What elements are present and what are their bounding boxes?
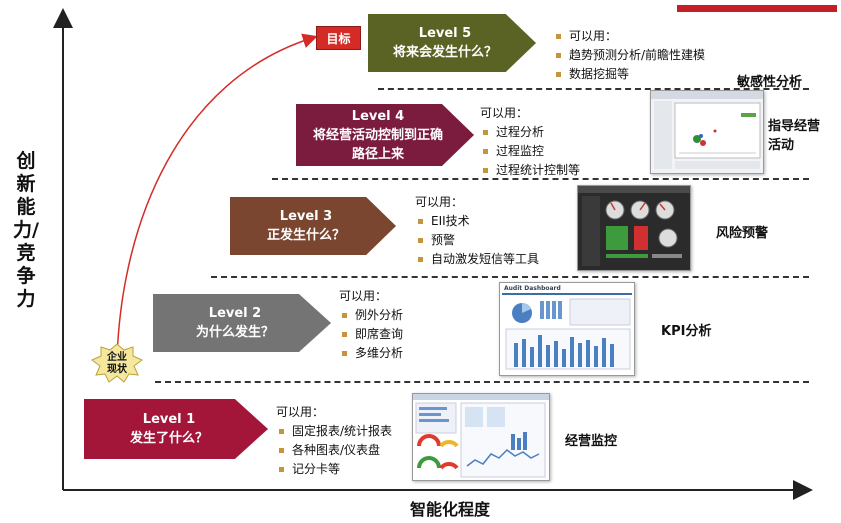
level2-result: KPI分析 xyxy=(661,324,712,339)
level1-question: 发生了什么？ xyxy=(129,431,208,446)
x-axis-label: 智能化程度 xyxy=(409,500,490,519)
growth-curve xyxy=(116,33,318,359)
level2-note-item: 例外分析 xyxy=(339,306,479,325)
level2-name: Level 2 xyxy=(208,306,262,321)
current-state-burst xyxy=(91,343,143,383)
level2-screenshot-thumbnail: Audit Dashboard xyxy=(499,282,635,376)
level5-notes: 可以用： 趋势预测分析/前瞻性建模 数据挖掘等 xyxy=(553,27,733,84)
level3-question: 正发生什么？ xyxy=(266,228,345,243)
level1-note-item: 固定报表/统计报表 xyxy=(276,422,416,441)
level4-name: Level 4 xyxy=(351,108,405,124)
process-analysis-thumbnail-art xyxy=(651,91,763,169)
report-dashboard-thumbnail-art xyxy=(413,394,549,478)
level2-question: 为什么发生？ xyxy=(195,325,274,340)
level4-note-item: 过程分析 xyxy=(480,123,630,142)
separator-level2 xyxy=(155,381,809,383)
level4-note-item: 过程统计控制等 xyxy=(480,161,630,180)
level3-notes-header: 可以用： xyxy=(415,195,464,209)
level3-note-item: EII技术 xyxy=(415,212,575,231)
current-state-label: 企业 现状 xyxy=(107,352,127,375)
separator-level3 xyxy=(211,276,809,278)
level3-chevron: Level 3 正发生什么？ xyxy=(230,197,396,255)
level3-note-item: 自动激发短信等工具 xyxy=(415,250,575,269)
alert-dashboard-thumbnail-art xyxy=(578,186,690,266)
level3-result: 风险预警 xyxy=(716,226,769,241)
level1-screenshot-thumbnail xyxy=(412,393,550,481)
level4-notes-header: 可以用： xyxy=(480,106,529,120)
level1-notes: 可以用： 固定报表/统计报表 各种图表/仪表盘 记分卡等 xyxy=(276,403,416,479)
level2-thumbnail-title: Audit Dashboard xyxy=(504,285,561,292)
level3-note-item: 预警 xyxy=(415,231,575,250)
level2-chevron: Level 2 为什么发生？ xyxy=(153,294,331,352)
level5-notes-header: 可以用： xyxy=(553,27,733,46)
accent-bar xyxy=(677,5,837,12)
level1-notes-header: 可以用： xyxy=(276,405,325,419)
level4-chevron: Level 4 将经营活动控制到正确 路径上来 xyxy=(296,104,474,166)
level4-notes: 可以用： 过程分析 过程监控 过程统计控制等 xyxy=(480,104,630,180)
separator-level4 xyxy=(272,178,809,180)
level5-note-item: 数据挖掘等 xyxy=(553,65,733,84)
level3-screenshot-thumbnail xyxy=(577,185,691,271)
level4-question-line2: 路径上来 xyxy=(351,146,404,162)
level1-note-item: 记分卡等 xyxy=(276,460,416,479)
level4-screenshot-thumbnail xyxy=(650,90,764,174)
level2-note-item: 即席查询 xyxy=(339,325,479,344)
level2-note-item: 多维分析 xyxy=(339,344,479,363)
level5-result: 敏感性分析 xyxy=(737,75,803,90)
separator-level5 xyxy=(378,88,809,90)
level1-chevron: Level 1 发生了什么？ xyxy=(84,399,268,459)
level4-result: 指导经营 活动 xyxy=(768,119,821,153)
kpi-dashboard-thumbnail-art xyxy=(502,293,632,370)
level1-result: 经营监控 xyxy=(565,434,618,449)
level4-note-item: 过程监控 xyxy=(480,142,630,161)
level2-notes-header: 可以用： xyxy=(339,289,388,303)
level2-notes: 可以用： 例外分析 即席查询 多维分析 xyxy=(339,287,479,363)
level3-name: Level 3 xyxy=(279,209,333,224)
level5-name: Level 5 xyxy=(418,26,472,41)
level1-note-item: 各种图表/仪表盘 xyxy=(276,441,416,460)
level5-question: 将来会发生什么？ xyxy=(392,45,497,60)
y-axis-label: 创新能力/竞争力 xyxy=(13,150,39,310)
level5-chevron: Level 5 将来会发生什么？ xyxy=(368,14,536,72)
level4-question-line1: 将经营活动控制到正确 xyxy=(312,127,443,143)
level5-note-item: 趋势预测分析/前瞻性建模 xyxy=(553,46,733,65)
level1-name: Level 1 xyxy=(142,412,196,427)
target-tag: 目标 xyxy=(316,26,361,50)
level3-notes: 可以用： EII技术 预警 自动激发短信等工具 xyxy=(415,193,575,269)
